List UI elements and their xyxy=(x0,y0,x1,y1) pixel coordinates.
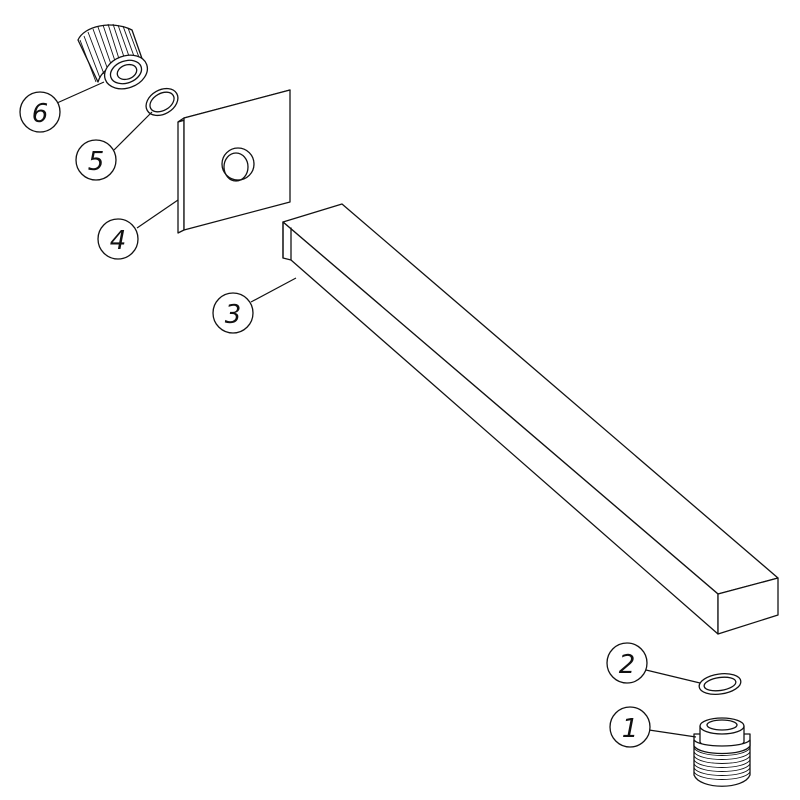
leader-2 xyxy=(645,669,701,684)
part-2-o-ring xyxy=(698,673,742,695)
svg-text:5: 5 xyxy=(88,147,105,177)
part-1-threaded-nipple xyxy=(693,717,751,787)
svg-text:6: 6 xyxy=(32,99,49,129)
part-3-spout-arm xyxy=(282,203,779,635)
leader-3 xyxy=(250,277,297,303)
svg-text:2: 2 xyxy=(619,650,636,680)
callout-4: 4 xyxy=(97,218,139,260)
part-4-wall-plate xyxy=(177,89,291,234)
leader-5 xyxy=(113,111,153,151)
leader-lines xyxy=(56,81,701,738)
callout-6: 6 xyxy=(19,91,61,133)
callout-5: 5 xyxy=(75,139,117,181)
svg-text:4: 4 xyxy=(110,226,127,256)
svg-text:1: 1 xyxy=(622,714,639,744)
svg-text:3: 3 xyxy=(225,300,242,330)
leader-1 xyxy=(648,729,697,738)
callout-3: 3 xyxy=(212,292,254,334)
leader-4 xyxy=(136,199,179,229)
callout-1: 1 xyxy=(609,706,651,748)
callout-2: 2 xyxy=(606,642,648,684)
part-5-o-ring xyxy=(145,87,179,117)
leader-6 xyxy=(56,81,105,104)
part-6-threaded-connector xyxy=(77,23,149,90)
